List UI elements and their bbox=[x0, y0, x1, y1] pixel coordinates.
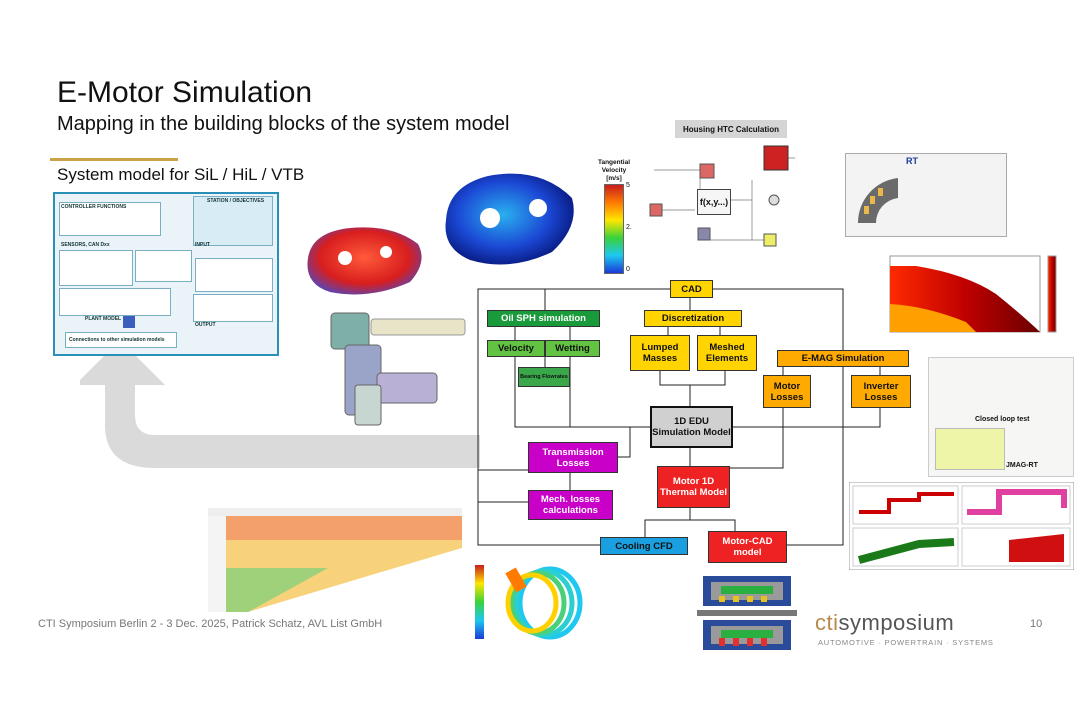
jmag-schematic bbox=[935, 428, 1005, 470]
cooling-cfd-node: Cooling CFD bbox=[600, 537, 688, 555]
footer-text: CTI Symposium Berlin 2 - 3 Dec. 2025, Pa… bbox=[38, 618, 383, 630]
lumped-masses-node: Lumped Masses bbox=[630, 335, 690, 371]
sensors-label: SENSORS, CAN Dxx bbox=[61, 242, 110, 248]
cfd-colorbar bbox=[475, 565, 484, 639]
rt-label: RT bbox=[906, 156, 918, 166]
mech-losses-node: Mech. losses calculations bbox=[528, 490, 613, 520]
motor-losses-node: Motor Losses bbox=[763, 375, 811, 408]
logo-brand-a: cti bbox=[815, 610, 839, 635]
system-model-thumbnail: CONTROLLER FUNCTIONS STATION / OBJECTIVE… bbox=[53, 192, 279, 356]
wetting-node: Wetting bbox=[545, 340, 600, 357]
edu-simulation-model-node: 1D EDU Simulation Model bbox=[650, 406, 733, 448]
gearbox-render bbox=[330, 312, 466, 426]
cad-node: CAD bbox=[670, 280, 713, 298]
bearing-flowrates-node: Bearing Flowrates bbox=[518, 367, 570, 387]
cooling-jacket-render bbox=[505, 566, 583, 640]
motor-cad-model-node: Motor-CAD model bbox=[708, 531, 787, 563]
meshed-elements-node: Meshed Elements bbox=[697, 335, 757, 371]
page-subtitle: Mapping in the building blocks of the sy… bbox=[57, 113, 510, 135]
housing-thermal-render-right bbox=[445, 173, 574, 265]
logo-tagline: AUTOMOTIVE · POWERTRAIN · SYSTEMS bbox=[818, 638, 994, 647]
closed-loop-label: Closed loop test bbox=[975, 416, 1030, 423]
logo-brand-b: symposium bbox=[838, 610, 955, 635]
plant-model-label: PLANT MODEL bbox=[85, 316, 122, 322]
htc-function-block: f(x,y...) bbox=[697, 189, 731, 215]
htc-colorbar-label: Tangential Velocity [m/s] bbox=[597, 159, 631, 182]
emag-simulation-node: E-MAG Simulation bbox=[777, 350, 909, 367]
htc-colorbar-min: 0 bbox=[626, 266, 630, 273]
efficiency-map bbox=[889, 255, 1057, 333]
loss-table-heatmap bbox=[208, 508, 462, 612]
htc-colorbar-max: 5 bbox=[626, 182, 630, 189]
oil-sph-node: Oil SPH simulation bbox=[487, 310, 600, 327]
housing-thermal-render-left bbox=[307, 227, 422, 295]
section-accent-bar bbox=[50, 158, 178, 161]
controller-functions-label: CONTROLLER FUNCTIONS bbox=[61, 204, 127, 210]
return-arrow bbox=[80, 340, 480, 468]
section-heading: System model for SiL / HiL / VTB bbox=[57, 165, 305, 184]
motor-thermal-model-node: Motor 1D Thermal Model bbox=[657, 466, 730, 508]
connections-label: Connections to other simulation models bbox=[69, 337, 165, 343]
htc-colorbar-mid: 2. bbox=[626, 224, 632, 231]
input-label: INPUT bbox=[195, 242, 210, 248]
inverter-losses-node: Inverter Losses bbox=[851, 375, 911, 408]
cti-logo: ctisymposium bbox=[815, 610, 954, 636]
page-title: E-Motor Simulation bbox=[57, 76, 313, 109]
results-timeseries-thumbnail bbox=[849, 482, 1074, 570]
htc-colorbar bbox=[604, 184, 624, 274]
transmission-losses-node: Transmission Losses bbox=[528, 442, 618, 473]
page-number: 10 bbox=[1030, 618, 1043, 630]
motor-cross-section bbox=[697, 572, 797, 654]
jmag-label: JMAG-RT bbox=[1006, 462, 1038, 469]
velocity-node: Velocity bbox=[487, 340, 545, 357]
output-label: OUTPUT bbox=[195, 322, 216, 328]
station-objectives-label: STATION / OBJECTIVES bbox=[207, 198, 265, 204]
discretization-node: Discretization bbox=[644, 310, 742, 327]
stator-icon bbox=[857, 178, 898, 223]
htc-title: Housing HTC Calculation bbox=[675, 120, 787, 138]
htc-block-diagram bbox=[649, 145, 795, 247]
